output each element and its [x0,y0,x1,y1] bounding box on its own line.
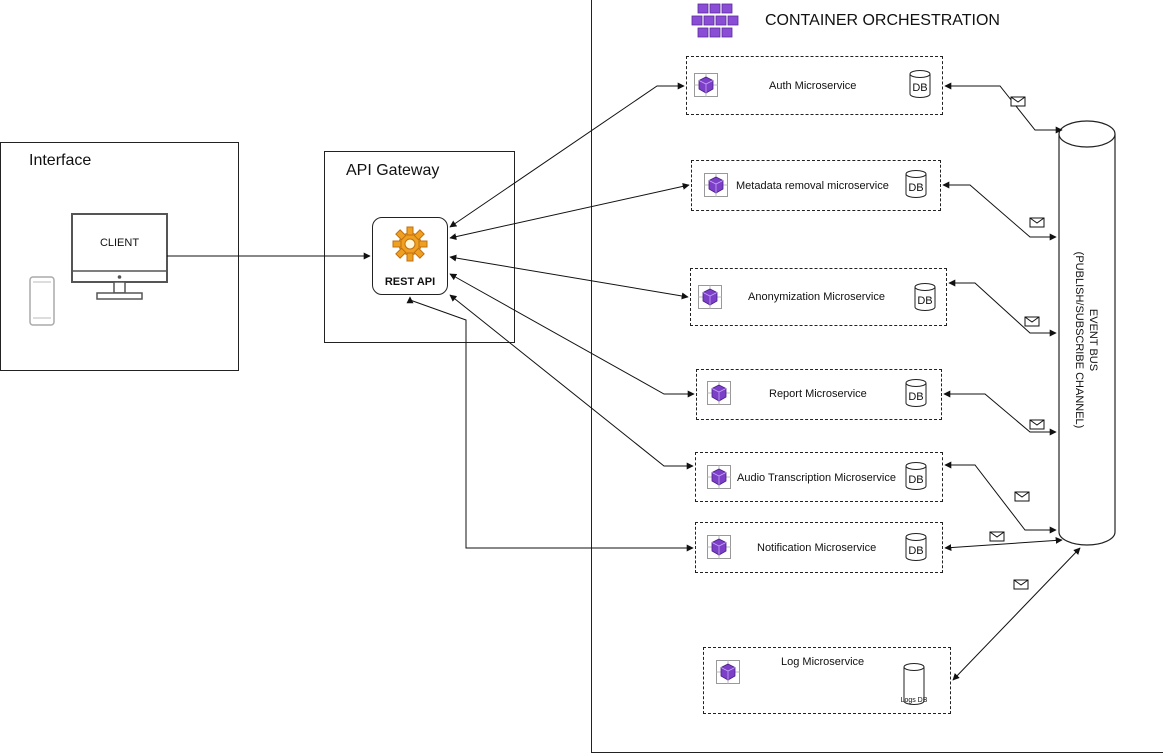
database-icon: DB [905,170,927,198]
metadata-bus-arrow [942,181,1057,241]
anonymization-bus-arrow [948,279,1057,337]
db-label: DB [912,82,928,94]
api-gateway-title: API Gateway [346,162,440,179]
database-icon: DB [909,70,931,98]
gateway-auth-arrow [449,82,685,228]
metadata-microservice-label: Metadata removal microservice [736,180,889,192]
envelope-icon [1029,217,1045,228]
container-cluster-icon [690,3,740,44]
envelope-icon [1014,491,1030,502]
envelope-icon [989,531,1005,542]
event-bus-cylinder [1058,120,1118,555]
report-microservice-box [696,369,942,420]
gear-icon [390,224,430,269]
rest-api-label: REST API [384,276,436,288]
metadata-microservice-box [691,160,941,211]
anonymization-microservice-label: Anonymization Microservice [748,291,885,303]
notification-microservice-box [695,522,943,573]
logs-db-label: Logs DB [900,697,928,704]
cube-icon [704,173,728,197]
client-label: CLIENT [99,237,140,249]
report-bus-arrow [943,390,1057,436]
cube-icon [707,381,731,405]
db-label: DB [908,182,924,194]
db-label: DB [908,474,924,486]
gateway-metadata-arrow [449,182,690,241]
auth-microservice-label: Auth Microservice [769,80,857,92]
monitor-icon [71,213,171,308]
envelope-icon [1029,419,1045,430]
cube-icon [716,660,740,684]
cube-icon [707,465,731,489]
cube-icon [694,73,718,97]
orchestration-title: CONTAINER ORCHESTRATION [765,12,1000,29]
logs-database-icon: Logs DB [901,663,927,705]
auth-microservice-box [686,56,943,115]
report-microservice-label: Report Microservice [769,388,867,400]
log-microservice-label: Log Microservice [781,656,865,668]
notification-microservice-label: Notification Microservice [757,542,877,554]
cube-icon [707,535,731,559]
database-icon: DB [914,283,936,311]
cube-icon [698,285,722,309]
db-label: DB [917,295,933,307]
db-label: DB [908,545,924,557]
db-label: DB [908,391,924,403]
envelope-icon [1010,96,1026,107]
anonymization-microservice-box [690,268,947,326]
audio-transcription-microservice-label: Audio Transcription Microservice [737,472,896,484]
envelope-icon [1024,316,1040,327]
gateway-audio-arrow [449,294,694,470]
auth-bus-arrow [944,82,1063,134]
notification-bus-arrow [944,536,1063,552]
database-icon: DB [905,379,927,407]
database-icon: DB [905,462,927,490]
audio-transcription-microservice-box [695,452,943,502]
envelope-icon [1013,579,1029,590]
audio-bus-arrow [944,461,1057,534]
log-bus-arrow [952,547,1081,681]
phone-icon [29,276,55,331]
gateway-notification-arrow [406,296,694,552]
rest-api-node: REST API [372,217,448,295]
database-icon: DB [905,533,927,561]
interface-title: Interface [29,152,92,169]
gateway-anonymization-arrow [449,254,689,300]
